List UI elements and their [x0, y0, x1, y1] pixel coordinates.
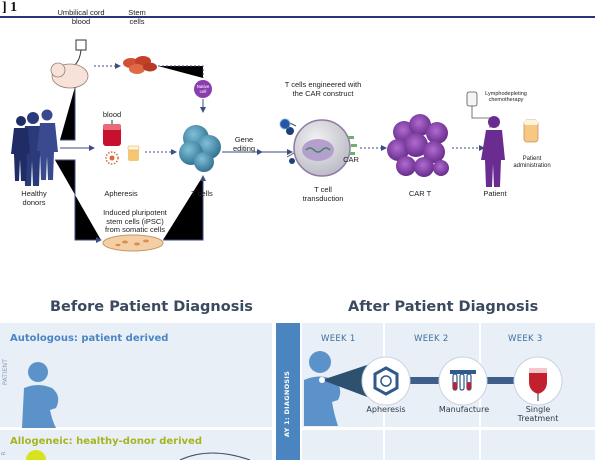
allogeneic-title: Allogeneic: healthy-donor derived	[10, 436, 202, 447]
treatment-timeline	[304, 351, 563, 426]
t-cell-transduction-label: T cell transduction	[302, 185, 344, 203]
apheresis-step-label: Apheresis	[366, 405, 406, 414]
t-cells-label: T cells	[191, 189, 213, 198]
iv-bag-icon	[466, 91, 491, 128]
engineered-caption: T cells engineered with the CAR construc…	[284, 80, 362, 98]
figure-number: 1	[10, 0, 18, 15]
row-divider	[302, 427, 595, 430]
apheresis-beam	[322, 364, 370, 398]
healthy-donors-label: Healthy donors	[21, 189, 47, 207]
figure-rule	[0, 16, 595, 18]
native-cell-icon	[194, 80, 212, 98]
umbilical-cord-icon	[50, 39, 89, 89]
patient-label: Patient	[483, 189, 507, 198]
apheresis-icon	[105, 145, 140, 165]
ipsc-dish-icon	[102, 234, 164, 252]
allogeneic-panel	[0, 430, 272, 460]
connector-donors-up	[60, 87, 76, 141]
autologous-patient-icon	[22, 362, 59, 428]
single-treatment-step-label: Single Treatment	[517, 405, 559, 424]
connector-stem-native	[158, 65, 204, 78]
allogeneic-partial-icons	[26, 450, 251, 460]
apheresis-step-icon	[319, 356, 411, 406]
figure-label: ] 1	[2, 0, 17, 16]
diagnosis-strip	[276, 323, 300, 460]
stem-cells-icon	[123, 56, 157, 74]
figure-label-prefix: ]	[2, 0, 11, 15]
second-side-label: R	[0, 451, 8, 456]
car-t-cluster-icon	[387, 114, 449, 177]
manufacture-step-label: Manufacture	[438, 405, 490, 414]
car-t-label: CAR T	[408, 189, 432, 198]
patient-icon	[481, 116, 505, 187]
diagnosed-patient-icon	[304, 351, 341, 426]
connector-donors-ipsc	[55, 159, 102, 243]
car-label: CAR	[343, 155, 359, 164]
lymphodepleting-label: Lymphodepleting chemotherapy	[485, 91, 527, 104]
blood-label: blood	[102, 110, 122, 119]
timeline-panel-lower	[302, 430, 595, 460]
cart-workflow-diagram	[11, 39, 539, 252]
patient-side-label: PATIENT	[1, 358, 10, 386]
blood-bag-icon	[103, 120, 121, 146]
week-2-label: WEEK 2	[414, 334, 449, 344]
apheresis-label: Apheresis	[104, 189, 138, 198]
week-1-label: WEEK 1	[321, 334, 356, 344]
transduction-cell-icon	[279, 118, 357, 177]
single-treatment-step-icon	[513, 356, 563, 406]
day-diagnosis-label: AY 1: DIAGNOSIS	[283, 370, 291, 438]
after-diagnosis-title: After Patient Diagnosis	[348, 299, 539, 315]
healthy-donors-icon	[11, 109, 58, 186]
autologous-title: Autologous: patient derived	[10, 333, 169, 344]
manufacture-step-icon	[438, 356, 488, 406]
stem-cells-label: Stem cells	[128, 8, 146, 26]
patient-administration-label: Patient administration	[513, 156, 551, 169]
before-diagnosis-title: Before Patient Diagnosis	[50, 299, 253, 315]
t-cells-icon	[179, 125, 221, 172]
ipsc-label: Induced pluripotent stem cells (iPSC) fr…	[103, 208, 167, 235]
gene-editing-label: Gene editing	[232, 135, 256, 153]
umbilical-cord-label: Umbilical cord blood	[57, 8, 105, 26]
connector-ipsc-tcells	[163, 175, 206, 241]
native-cell-label: Native cell	[196, 84, 210, 95]
administration-bag-icon	[523, 119, 539, 143]
week-3-label: WEEK 3	[508, 334, 543, 344]
